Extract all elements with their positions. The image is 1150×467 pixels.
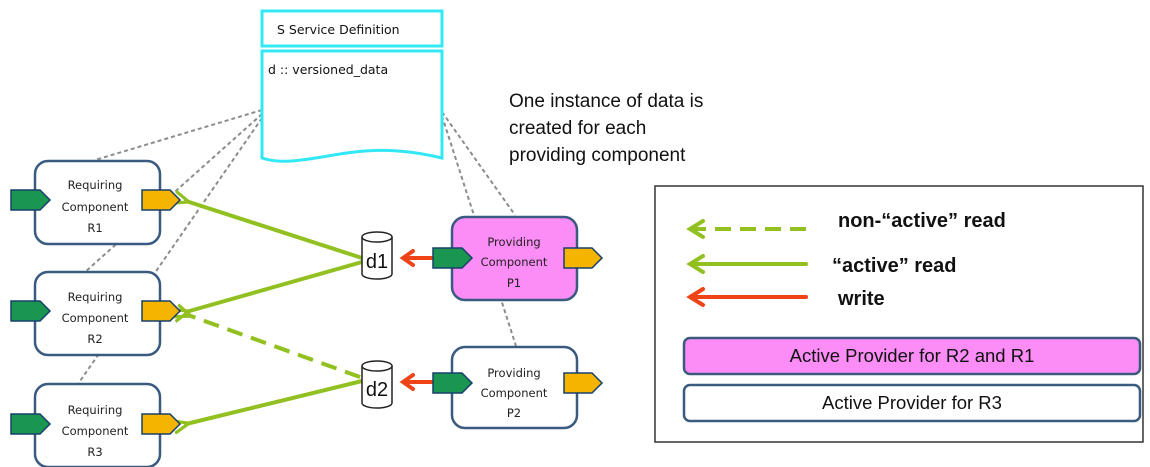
component-label-line-2: Component xyxy=(481,386,548,400)
provided-port-icon xyxy=(141,413,182,435)
component-label-line-1: Requiring xyxy=(68,290,123,304)
component-label-line-2: Component xyxy=(62,311,129,325)
legend-non-active-read-arrow-icon xyxy=(686,219,806,239)
component-label-line-3: R2 xyxy=(87,332,102,346)
note: One instance of data is created for each… xyxy=(509,91,703,166)
component-label-line-3: R3 xyxy=(87,445,102,459)
component-label-line-3: P2 xyxy=(507,406,521,420)
write-arrow-p2-d2 xyxy=(399,373,438,391)
service-definition-title: S Service Definition xyxy=(277,22,400,37)
legend-active-provider-r3-box xyxy=(682,383,1142,423)
required-port-icon xyxy=(10,300,52,322)
database-cylinder-icon xyxy=(361,366,393,409)
component-label-line-1: Providing xyxy=(487,235,540,249)
legend-active-read-arrow-icon xyxy=(686,254,808,274)
component-label-line-2: Component xyxy=(62,200,129,214)
association-line-r2 xyxy=(84,113,263,273)
service-definition-header xyxy=(260,9,444,48)
data-instance-d2: d2 xyxy=(361,360,393,409)
provided-port-icon xyxy=(141,189,182,211)
component-label-line-3: P1 xyxy=(507,276,521,290)
required-port-icon xyxy=(10,413,52,435)
note-line-2: created for each xyxy=(509,118,646,139)
note-line-3: providing component xyxy=(509,145,686,166)
association-line-r1 xyxy=(94,109,263,161)
non-active-read-arrow-d2-r2 xyxy=(188,315,361,379)
service-definition: S Service Definition d :: versioned_data xyxy=(260,9,444,163)
requiring-component-r3: Requiring Component R3 xyxy=(10,382,182,467)
legend-active-provider-r2-r1-label: Active Provider for R2 and R1 xyxy=(790,345,1035,366)
service-definition-field: d :: versioned_data xyxy=(268,62,388,77)
database-cylinder-top xyxy=(361,360,393,372)
component-label-line-1: Requiring xyxy=(68,178,123,192)
database-cylinder-icon xyxy=(361,237,393,280)
data-instance-label: d2 xyxy=(366,379,388,401)
component-label-line-3: R1 xyxy=(87,221,102,235)
database-cylinder-top xyxy=(361,231,393,243)
component-label-line-1: Providing xyxy=(487,366,540,380)
required-port-icon xyxy=(432,372,474,394)
provided-port-icon xyxy=(563,372,604,394)
active-read-arrow-d1-r1 xyxy=(186,201,364,260)
legend: non-“active” read “active” read write Ac… xyxy=(654,185,1144,443)
legend-active-provider-r3-label: Active Provider for R3 xyxy=(822,392,1002,413)
active-read-arrow-d2-r3 xyxy=(186,379,364,424)
component-label-line-1: Requiring xyxy=(68,403,123,417)
required-port-icon xyxy=(432,247,474,269)
note-line-1: One instance of data is xyxy=(509,91,703,112)
legend-write-label: write xyxy=(837,288,885,310)
legend-write-arrow-icon xyxy=(686,287,808,307)
provided-port-icon xyxy=(563,247,604,269)
association-line-p1 xyxy=(441,111,516,216)
requiring-component-r1: Requiring Component R1 xyxy=(10,159,182,246)
active-read-arrow-d1-r2 xyxy=(186,260,364,312)
legend-active-provider-r2-r1-box xyxy=(682,336,1142,376)
data-instance-label: d1 xyxy=(366,251,388,273)
component-label-line-2: Component xyxy=(62,424,129,438)
required-port-icon xyxy=(10,189,52,211)
arrows xyxy=(186,201,438,424)
write-arrow-p1-d1 xyxy=(399,249,438,267)
data-instance-d1: d1 xyxy=(361,231,393,280)
service-definition-body xyxy=(260,49,444,163)
requiring-component-r2: Requiring Component R2 xyxy=(10,270,182,357)
legend-non-active-read-label: non-“active” read xyxy=(838,210,1006,232)
legend-active-read-label: “active” read xyxy=(832,255,957,277)
providing-component-p2: Providing Component P2 xyxy=(432,345,604,430)
provided-port-icon xyxy=(141,300,182,322)
providing-component-p1: Providing Component P1 xyxy=(432,215,604,302)
component-label-line-2: Component xyxy=(481,255,548,269)
